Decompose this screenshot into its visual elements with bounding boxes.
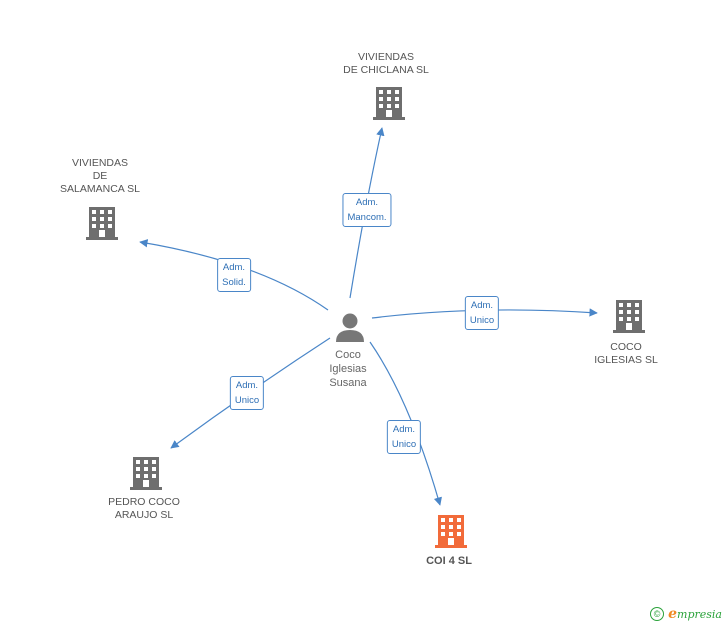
company-label-pedro-coco-araujo[interactable]: PEDRO COCO ARAUJO SL (108, 496, 180, 521)
building-icon[interactable] (435, 515, 467, 548)
edge-coi-4 (369, 341, 442, 506)
building-icon[interactable] (86, 207, 118, 240)
company-label-coco-iglesias[interactable]: COCO IGLESIAS SL (594, 341, 658, 366)
company-label-viviendas-chiclana[interactable]: VIVIENDAS DE CHICLANA SL (343, 51, 429, 76)
building-icon[interactable] (613, 300, 645, 333)
person-icon[interactable] (336, 313, 364, 343)
relation-badge-viviendas-chiclana: Adm. Mancom. (342, 193, 392, 227)
copyright-icon: © (650, 607, 665, 621)
relation-badge-viviendas-salamanca: Adm. Solid. (217, 258, 251, 292)
brand-logo[interactable]: empresia (668, 606, 722, 622)
relation-badge-coi-4: Adm. Unico (386, 420, 422, 454)
company-label-viviendas-salamanca[interactable]: VIVIENDAS DE SALAMANCA SL (60, 157, 140, 195)
person-name-label[interactable]: Coco Iglesias Susana (329, 349, 367, 389)
footer-brand[interactable]: © empresia (650, 606, 722, 622)
company-label-coi-4[interactable]: COI 4 SL (426, 555, 472, 567)
relation-badge-pedro-coco-araujo: Adm. Unico (229, 376, 265, 410)
relation-badge-coco-iglesias: Adm. Unico (464, 296, 500, 330)
building-icon[interactable] (373, 87, 405, 120)
building-icon[interactable] (130, 457, 162, 490)
